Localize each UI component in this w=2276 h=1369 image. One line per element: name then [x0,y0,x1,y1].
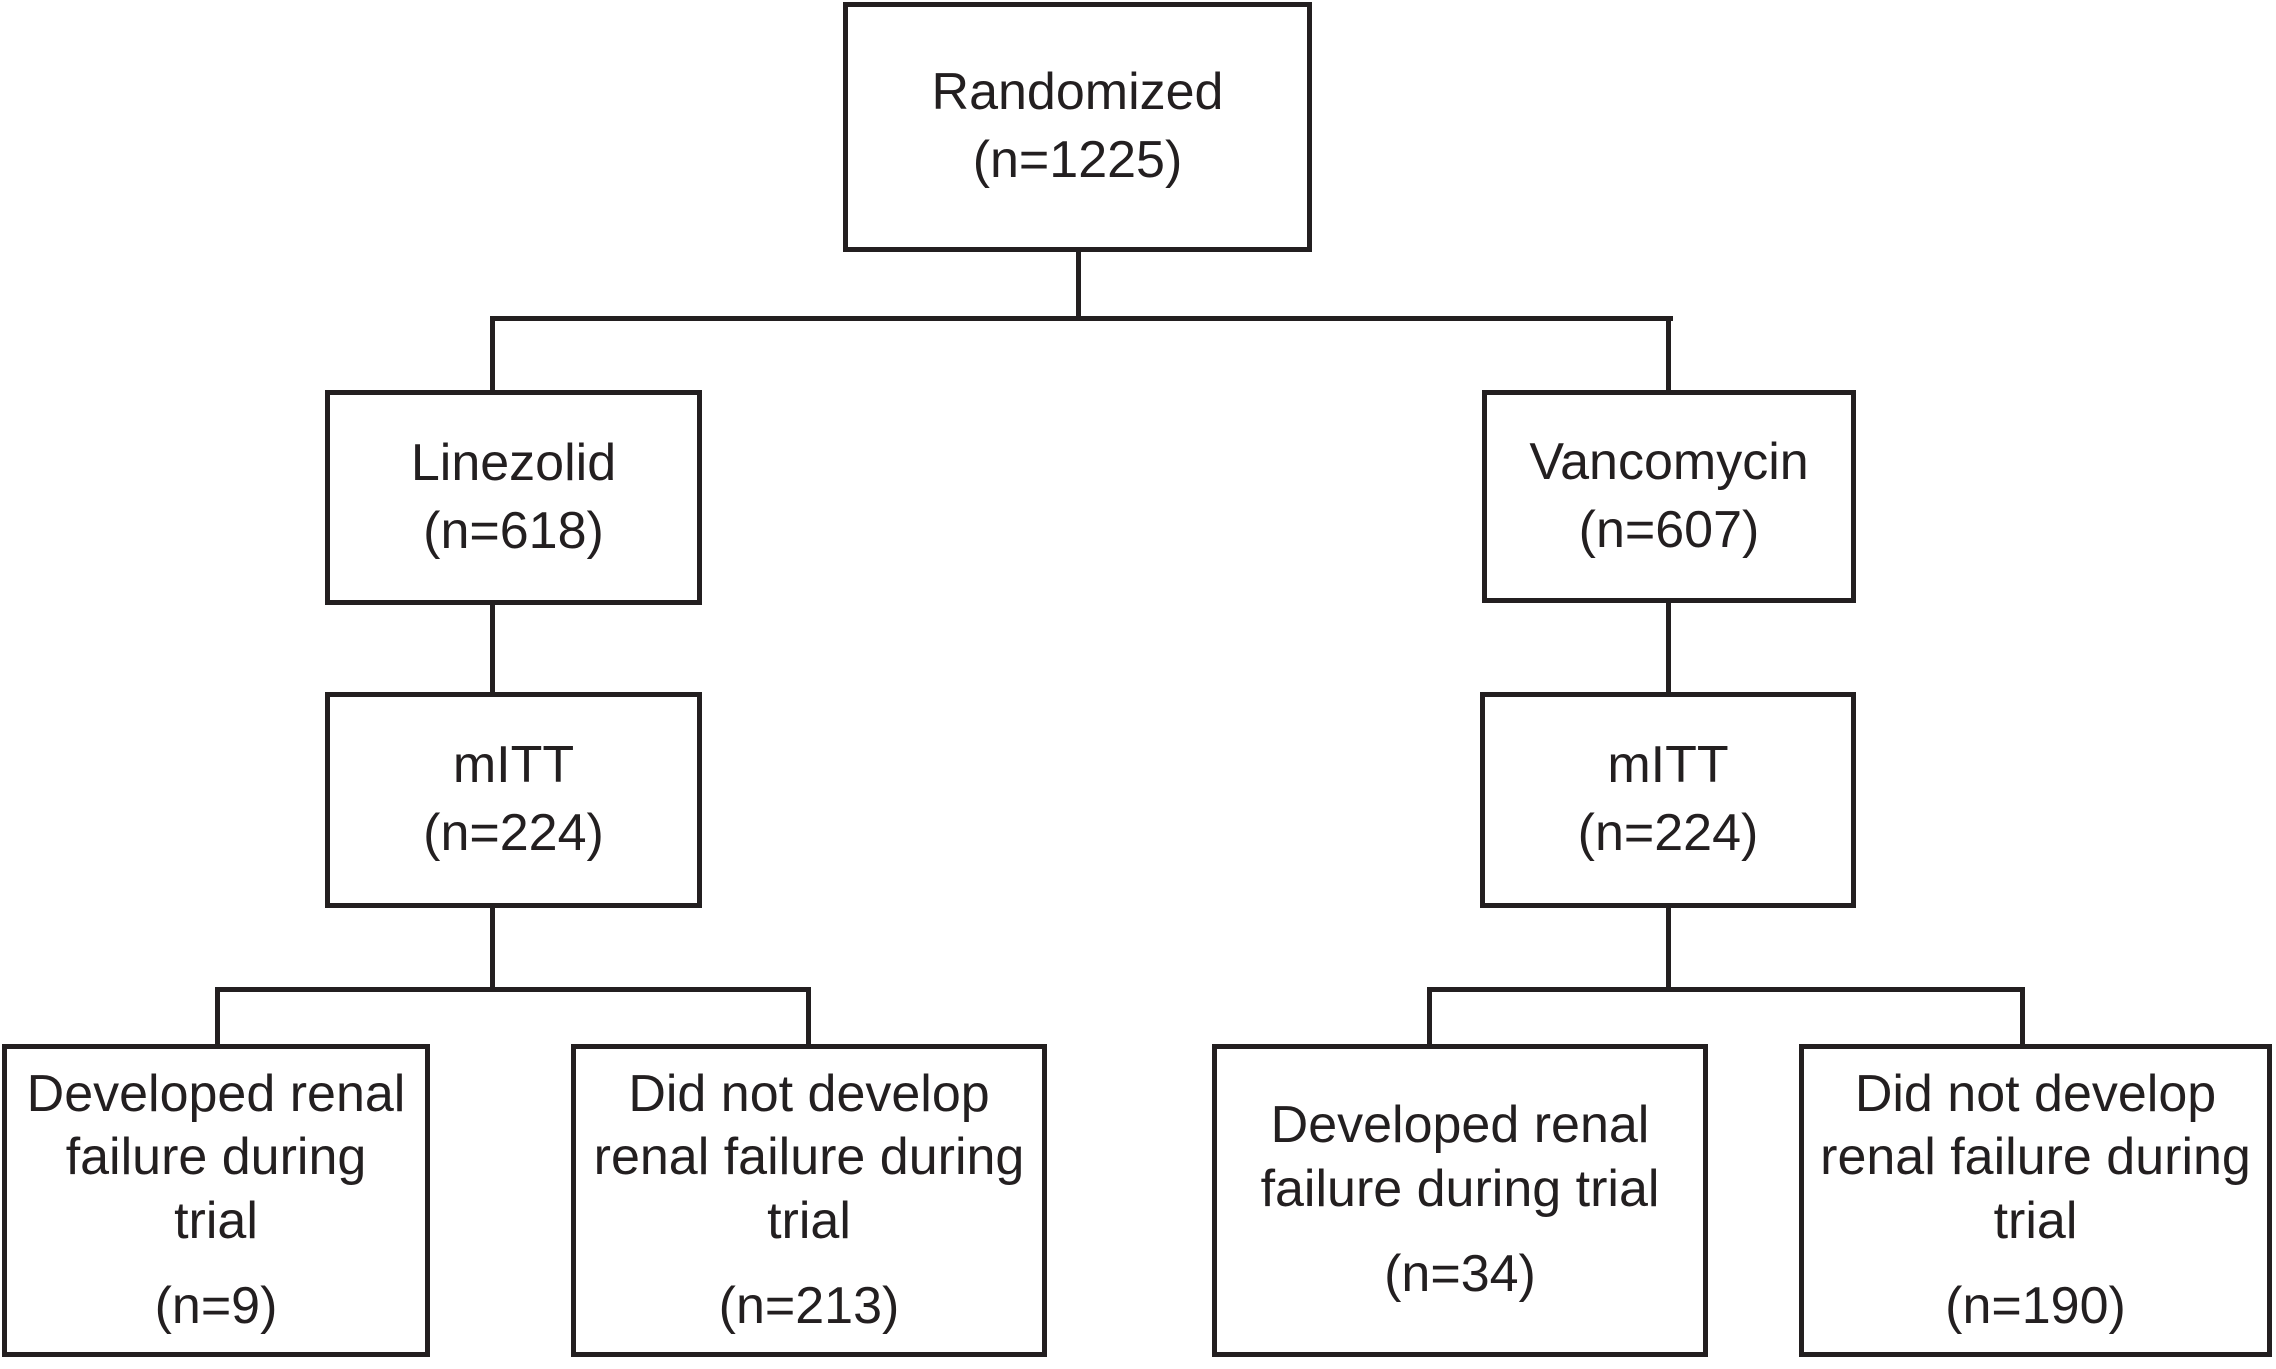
connector-mitt-linezolid-stem [490,906,495,990]
node-vancomycin-renal-failure: Developed renal failure during trial (n=… [1212,1044,1708,1357]
node-linezolid-no-renal-failure-label: Did not develop renal failure during tri… [593,1064,1025,1250]
node-vancomycin-no-renal-failure-label: Did not develop renal failure during tri… [1820,1064,2251,1250]
node-randomized-label: Randomized [931,63,1224,122]
node-mitt-linezolid-label: mITT [452,736,575,795]
node-mitt-vancomycin: mITT (n=224) [1480,692,1856,908]
node-vancomycin-no-renal-failure-count: (n=190) [1945,1276,2126,1335]
node-linezolid-renal-failure-label: Developed renal failure during trial [26,1064,406,1250]
node-linezolid: Linezolid (n=618) [325,390,702,605]
node-linezolid-no-renal-failure: Did not develop renal failure during tri… [571,1044,1047,1357]
connector-mitt-linezolid-to-renal-failure [215,987,220,1045]
connector-mitt-linezolid-crossbar [215,987,811,992]
connector-vancomycin-to-mitt [1666,601,1671,694]
node-linezolid-renal-failure-count: (n=9) [154,1276,278,1335]
node-randomized-count: (n=1225) [972,131,1183,189]
node-vancomycin: Vancomycin (n=607) [1482,390,1856,603]
node-mitt-vancomycin-label: mITT [1607,736,1729,795]
node-vancomycin-no-renal-failure: Did not develop renal failure during tri… [1799,1044,2272,1357]
connector-randomized-to-linezolid [490,316,495,390]
connector-randomized-to-vancomycin [1666,316,1671,390]
node-randomized: Randomized (n=1225) [843,2,1312,252]
connector-linezolid-to-mitt [490,603,495,694]
connector-mitt-vancomycin-crossbar [1427,987,2025,992]
node-linezolid-renal-failure: Developed renal failure during trial (n=… [2,1044,430,1357]
node-mitt-linezolid-count: (n=224) [423,804,604,862]
connector-mitt-vancomycin-to-no-renal-failure [2020,987,2025,1045]
node-vancomycin-label: Vancomycin [1529,432,1809,491]
connector-mitt-linezolid-to-no-renal-failure [806,987,811,1045]
node-linezolid-no-renal-failure-count: (n=213) [718,1276,900,1335]
connector-mitt-vancomycin-to-renal-failure [1427,987,1432,1045]
node-mitt-linezolid: mITT (n=224) [325,692,702,908]
node-vancomycin-renal-failure-label: Developed renal failure during trial [1260,1096,1660,1218]
node-vancomycin-renal-failure-count: (n=34) [1384,1245,1536,1304]
node-mitt-vancomycin-count: (n=224) [1577,804,1759,862]
connector-mitt-vancomycin-stem [1666,906,1671,990]
connector-randomized-crossbar [490,316,1673,321]
node-linezolid-count: (n=618) [423,501,604,560]
node-linezolid-label: Linezolid [410,433,617,492]
node-vancomycin-count: (n=607) [1578,500,1760,559]
connector-randomized-stem [1076,250,1081,320]
